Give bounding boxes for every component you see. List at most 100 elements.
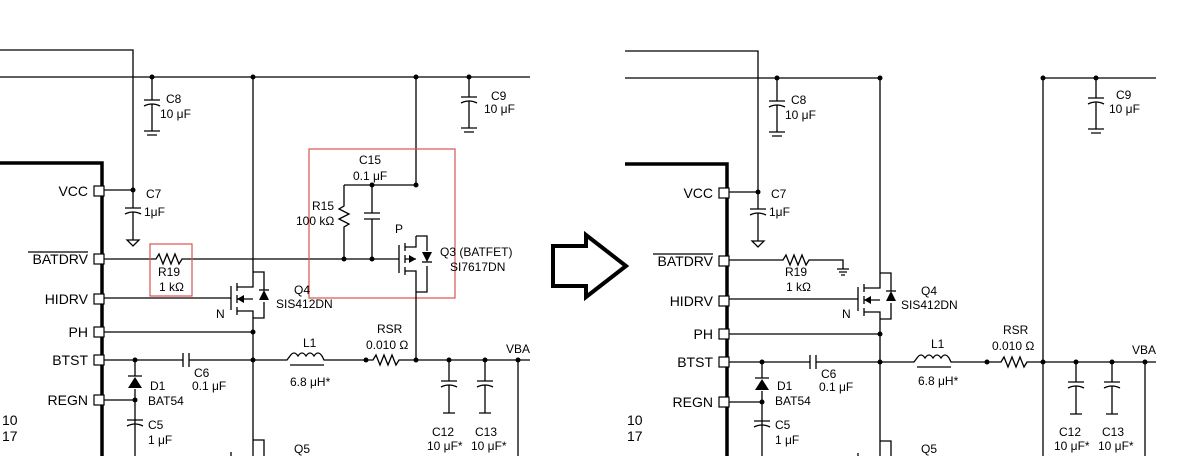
c6-value-right: 0.1 μF [819, 380, 853, 394]
pin-ph [93, 326, 105, 338]
pin-ph-label: PH [69, 324, 88, 340]
q4-ref: Q4 [294, 283, 310, 297]
batfet-highlight-box [308, 148, 456, 299]
q5-ref: Q5 [294, 442, 310, 456]
c13-value: 10 μF* [471, 439, 507, 453]
mosfet-q5-partial-right [857, 440, 892, 456]
r15-ref: R15 [312, 199, 334, 213]
c6-ref-right: C6 [821, 367, 837, 381]
c12-value-right: 10 μF* [1054, 439, 1090, 453]
pin-ph-right [718, 328, 730, 340]
c6-value: 0.1 μF [192, 379, 226, 393]
d1-part-right: BAT54 [775, 394, 811, 408]
diode-d1: D1 BAT54 [128, 360, 184, 456]
pin-hidrv-label: HIDRV [45, 291, 89, 307]
c7-value-right: 1μF [769, 205, 790, 219]
q4-ref-right: Q4 [921, 284, 937, 298]
mosfet-q4: N Q4 SIS412DN [216, 271, 333, 321]
edge-label-10: 10 [2, 412, 18, 428]
capacitor-c9-right: C9 10 μF [1087, 78, 1140, 134]
batdrv-wire [104, 252, 399, 266]
pins-left: VCC BATDRV HIDRV PH BTST REGN 10 17 [2, 183, 105, 444]
c5-ref: C5 [148, 418, 164, 432]
q4-part-right: SIS412DN [901, 298, 958, 312]
mosfet-q5-partial [230, 439, 265, 456]
batdrv-wire-right [729, 253, 849, 276]
r19-value: 1 kΩ [159, 280, 184, 294]
pin-regn-label-right: REGN [673, 394, 713, 410]
pin-regn-label: REGN [48, 392, 88, 408]
pin-batdrv-right [718, 255, 730, 267]
c13-ref-right: C13 [1102, 425, 1124, 439]
pin-vcc-label: VCC [58, 183, 88, 199]
c7-value: 1μF [144, 205, 165, 219]
c15-value: 0.1 μF [353, 169, 387, 183]
capacitor-c13: C13 10 μF* [471, 360, 507, 453]
diode-d1-right: D1 BAT54 [755, 362, 811, 456]
c15-ref: C15 [359, 153, 381, 167]
pin-batdrv-label-right: BATDRV [658, 253, 714, 269]
q3-ref: Q3 (BATFET) [440, 245, 512, 259]
d1-part: BAT54 [148, 394, 184, 408]
q3-part: SI7617DN [450, 260, 505, 274]
c9-ref: C9 [491, 89, 507, 103]
pin-btst-label-right: BTST [677, 354, 713, 370]
c7-ref-right: C7 [771, 187, 787, 201]
r15-value: 100 kΩ [296, 214, 334, 228]
pin-batdrv [93, 253, 105, 265]
q4-part: SIS412DN [276, 297, 333, 311]
d1-ref: D1 [150, 379, 166, 393]
c13-ref: C13 [475, 425, 497, 439]
pin-regn [93, 394, 105, 406]
r19-highlight-box [149, 243, 193, 297]
rsr-ref: RSR [377, 322, 403, 336]
c9-value-right: 10 μF [1109, 102, 1140, 116]
capacitor-c13-right: C13 10 μF* [1098, 362, 1134, 453]
capacitor-c12: C12 10 μF* [427, 360, 463, 453]
left-schematic: C8 10 μF C9 10 μF VCC BATDRV HIDRV PH BT… [0, 49, 530, 456]
pin-regn-right [718, 396, 730, 408]
pin-btst-right [718, 356, 730, 368]
c6-ref: C6 [194, 366, 210, 380]
rsr-value: 0.010 Ω [366, 338, 408, 352]
capacitor-c9: C9 10 μF [460, 77, 515, 133]
capacitor-c5-right: C5 1 μF [753, 418, 799, 447]
r19-ref: R19 [158, 265, 180, 279]
r19-value-right: 1 kΩ [786, 280, 811, 294]
pin-ph-label-right: PH [694, 326, 713, 342]
vbat-label: VBA [506, 342, 530, 356]
c15-capacitor [364, 185, 380, 259]
capacitor-c12-right: C12 10 μF* [1054, 362, 1090, 453]
q3-type: P [395, 222, 403, 236]
transform-arrow-icon [551, 230, 630, 302]
output-path-wire [104, 352, 530, 367]
capacitor-c7: C7 1μF [124, 187, 165, 247]
right-schematic: C8 10 μF C9 10 μF VCC BATDRV HIDRV PH BT… [625, 50, 1156, 456]
capacitor-c6-right [809, 355, 817, 369]
output-path-wire-right [729, 354, 1156, 369]
d1-ref-right: D1 [777, 379, 793, 393]
r15-resistor [337, 184, 416, 259]
r19-ref-right: R19 [785, 265, 807, 279]
mosfet-q3: P Q3 (BATFET) SI7617DN [395, 222, 512, 293]
rsr-ref-right: RSR [1003, 323, 1029, 337]
c5-value: 1 μF [148, 433, 172, 447]
c9-ref-right: C9 [1116, 88, 1132, 102]
l1-value-right: 6.8 μH* [918, 374, 959, 388]
vbat-label-right: VBA [1132, 343, 1156, 357]
pin-hidrv-label-right: HIDRV [670, 293, 714, 309]
capacitor-c8-right: C8 10 μF [768, 78, 816, 137]
c8-value: 10 μF [160, 107, 191, 121]
pin-hidrv-right [718, 295, 730, 307]
capacitor-c7-right: C7 1μF [749, 187, 790, 248]
rsr-value-right: 0.010 Ω [992, 339, 1034, 353]
capacitor-c5: C5 1 μF [126, 418, 172, 447]
l1-value: 6.8 μH* [290, 375, 331, 389]
c5-ref-right: C5 [775, 418, 791, 432]
edge-label-17: 17 [2, 428, 18, 444]
pin-hidrv [93, 293, 105, 305]
c8-value-right: 10 μF [785, 108, 816, 122]
capacitor-c6 [182, 353, 190, 367]
pin-btst [93, 354, 105, 366]
